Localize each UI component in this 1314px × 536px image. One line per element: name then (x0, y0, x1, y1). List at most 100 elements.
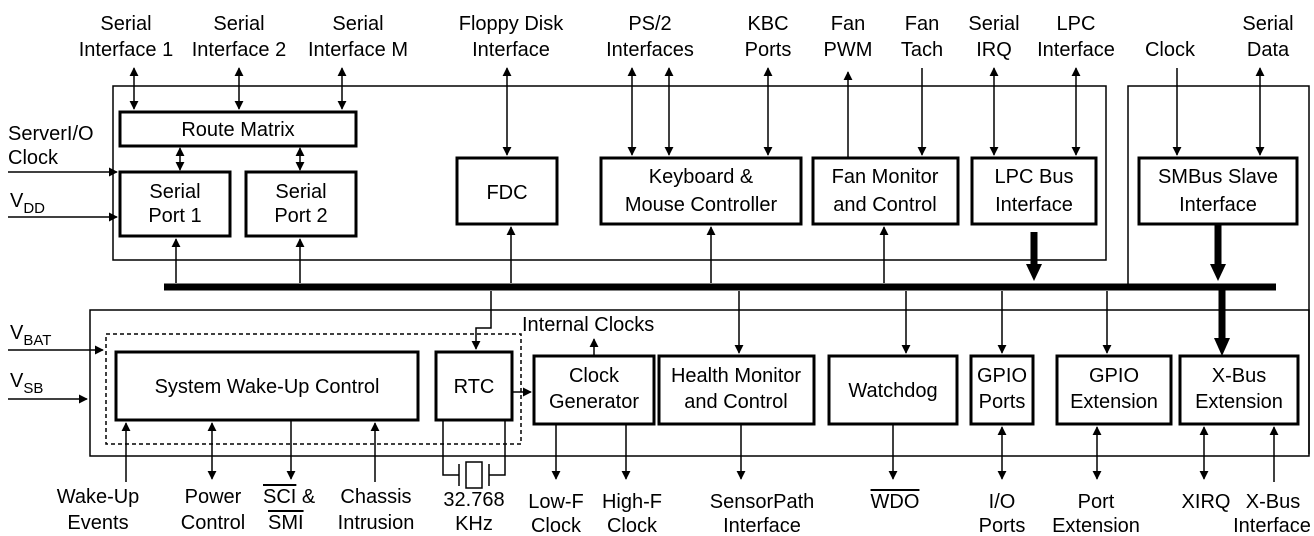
label-clock: Clock (1145, 39, 1196, 61)
label-sensorpath: SensorPath (710, 491, 815, 513)
svg-text:Ports: Ports (979, 391, 1026, 413)
gpio-extension-block: GPIO Extension (1055, 354, 1173, 426)
label-wakeup-events-b: Events (67, 512, 128, 534)
svg-text:GPIO: GPIO (1089, 365, 1139, 387)
label-sci: SCI (263, 486, 296, 508)
svg-text:FDC: FDC (486, 182, 527, 204)
label-server-io-clock: ServerI/O (8, 123, 94, 145)
bottom-signal-arrows (121, 421, 1279, 482)
label-wdo: WDO (871, 491, 920, 513)
label-xbus-interface: X-Bus (1246, 491, 1300, 513)
label-serial-interface-1: Serial (100, 13, 151, 35)
svg-text:and Control: and Control (684, 391, 787, 413)
label-serial-interface-2: Serial (213, 13, 264, 35)
label-smi: SMI (268, 512, 304, 534)
top-signal-arrows (129, 67, 1265, 171)
svg-text:Clock: Clock (569, 365, 620, 387)
label-chassis-b: Intrusion (338, 512, 415, 534)
label-floppy: Floppy Disk (459, 13, 564, 35)
label-crystal-b: KHz (455, 513, 493, 535)
svg-text:Interface: Interface (995, 194, 1073, 216)
svg-text:Extension: Extension (1070, 391, 1158, 413)
lpc-bus-interface-block: LPC Bus Interface (970, 156, 1098, 226)
label-sci-smi: SCI & (263, 486, 316, 508)
keyboard-mouse-controller-block: Keyboard & Mouse Controller (599, 156, 803, 226)
clock-generator-block: Clock Generator (532, 354, 656, 426)
label-io-ports: I/O (989, 491, 1016, 513)
label-fan-tach-b: Tach (901, 39, 943, 61)
label-floppy-b: Interface (472, 39, 550, 61)
label-vdd: VDD (10, 190, 45, 217)
label-serial-data: Serial (1242, 13, 1293, 35)
label-vbat: VBAT (10, 322, 51, 349)
label-kbc-b: Ports (745, 39, 792, 61)
label-serial-interface-1-b: Interface 1 (79, 39, 174, 61)
svg-text:Fan Monitor: Fan Monitor (832, 166, 939, 188)
label-low-f: Low-F (528, 491, 584, 513)
xbus-arrowhead (1214, 338, 1230, 356)
label-server-io-clock-b: Clock (8, 147, 59, 169)
label-io-ports-b: Ports (979, 515, 1026, 536)
label-serial-interface-2-b: Interface 2 (192, 39, 287, 61)
label-ps2: PS/2 (628, 13, 671, 35)
left-input-arrows (8, 167, 118, 404)
svg-text:Interface: Interface (1179, 194, 1257, 216)
route-matrix-block: Route Matrix (118, 110, 358, 148)
fan-monitor-block: Fan Monitor and Control (811, 156, 960, 226)
rtc-block: RTC (434, 350, 514, 422)
serial-port-2-block: Serial Port 2 (244, 170, 358, 238)
label-xirq: XIRQ (1182, 491, 1231, 513)
label-kbc: KBC (747, 13, 788, 35)
svg-text:Watchdog: Watchdog (848, 380, 937, 402)
svg-text:Port 2: Port 2 (274, 205, 327, 227)
label-fan-pwm-b: PWM (824, 39, 873, 61)
svg-text:Extension: Extension (1195, 391, 1283, 413)
svg-text:and Control: and Control (833, 194, 936, 216)
svg-text:Health Monitor: Health Monitor (671, 365, 801, 387)
svg-text:Port 1: Port 1 (148, 205, 201, 227)
label-vsb: VSB (10, 370, 43, 397)
svg-text:GPIO: GPIO (977, 365, 1027, 387)
label-xbus-interface-b: Interface (1233, 515, 1311, 536)
label-serial-data-b: Data (1247, 39, 1290, 61)
label-high-f-b: Clock (607, 515, 658, 536)
svg-text:RTC: RTC (454, 376, 495, 398)
smbus-slave-block: SMBus Slave Interface (1137, 156, 1299, 226)
label-port-extension-b: Extension (1052, 515, 1140, 536)
lower-frame (89, 309, 1310, 457)
svg-text:Serial: Serial (275, 181, 326, 203)
system-wakeup-block: System Wake-Up Control (114, 350, 420, 422)
label-low-f-b: Clock (531, 515, 582, 536)
label-internal-clocks: Internal Clocks (522, 314, 654, 336)
svg-text:Route Matrix: Route Matrix (181, 119, 294, 141)
crystal-icon (442, 420, 506, 489)
standby-region (105, 333, 522, 445)
label-serial-interface-m: Serial (332, 13, 383, 35)
label-fan-pwm: Fan (831, 13, 865, 35)
label-sensorpath-b: Interface (723, 515, 801, 536)
health-monitor-block: Health Monitor and Control (657, 354, 816, 426)
watchdog-block: Watchdog (827, 354, 959, 426)
fdc-block: FDC (455, 156, 559, 226)
svg-text:SMBus Slave: SMBus Slave (1158, 166, 1278, 188)
upper-bus-connections (171, 226, 889, 283)
label-serial-irq: Serial (968, 13, 1019, 35)
lower-bus-connections (471, 291, 1112, 354)
smbus-arrowhead (1210, 264, 1226, 281)
label-port-extension: Port (1078, 491, 1115, 513)
label-crystal: 32.768 (443, 489, 504, 511)
label-power-control-b: Control (181, 512, 245, 534)
svg-text:Generator: Generator (549, 391, 639, 413)
lpc-bus-arrowhead (1026, 264, 1042, 281)
svg-text:System Wake-Up Control: System Wake-Up Control (155, 376, 380, 398)
svg-text:Serial: Serial (149, 181, 200, 203)
label-lpc-interface: LPC (1057, 13, 1096, 35)
label-serial-irq-b: IRQ (976, 39, 1012, 61)
label-ps2-b: Interfaces (606, 39, 694, 61)
serial-port-1-block: Serial Port 1 (118, 170, 232, 238)
label-chassis: Chassis (340, 486, 411, 508)
svg-text:Mouse Controller: Mouse Controller (625, 194, 778, 216)
label-high-f: High-F (602, 491, 662, 513)
label-lpc-interface-b: Interface (1037, 39, 1115, 61)
